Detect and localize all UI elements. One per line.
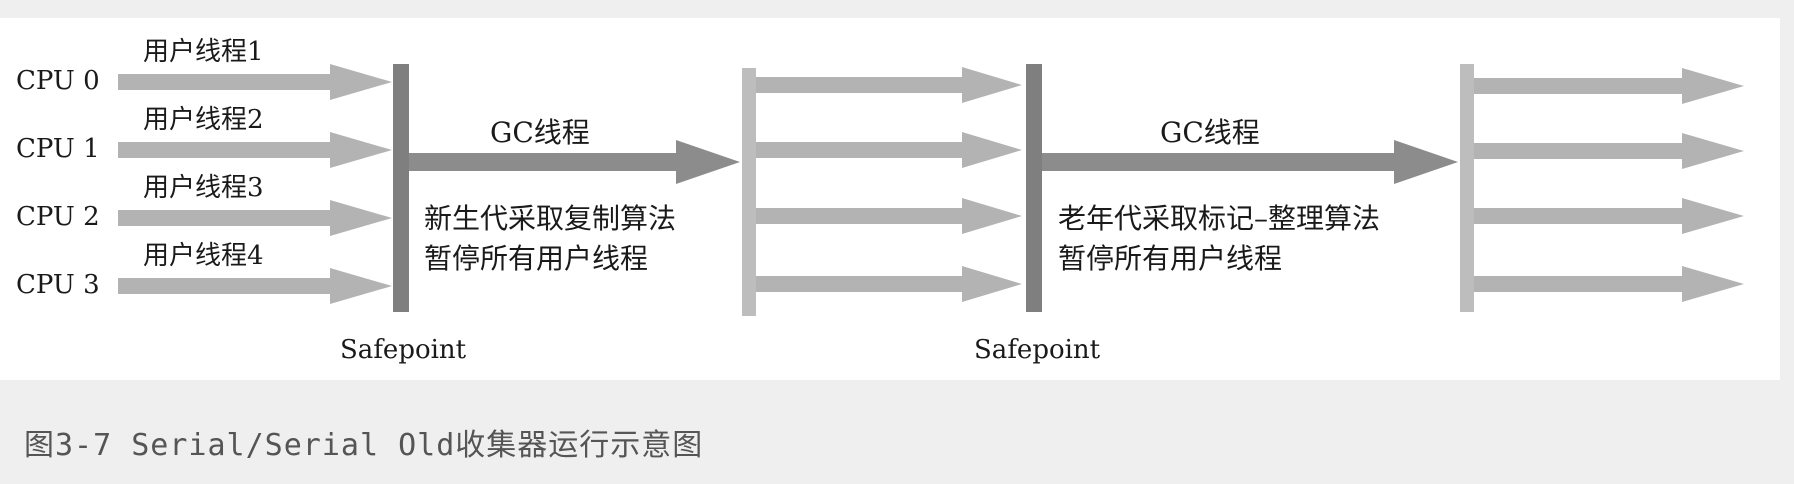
phase-2-description-line-1: 老年代采取标记–整理算法: [1058, 202, 1380, 235]
resumed-arrow-2-2: [1474, 198, 1744, 234]
user-thread-label-1: 用户线程2: [143, 105, 264, 135]
cpu-label-1: CPU 1: [16, 134, 100, 164]
gc-thread-label-1: GC线程: [490, 116, 590, 149]
figure-caption: 图3-7 Serial/Serial Old收集器运行示意图: [24, 428, 704, 463]
resume-bar-2: [1460, 64, 1474, 312]
resumed-arrow-1-1: [756, 132, 1022, 168]
user-thread-label-3: 用户线程4: [143, 241, 264, 271]
resumed-arrow-1-2: [756, 198, 1022, 234]
resumed-arrow-2-3: [1474, 266, 1744, 302]
safepoint-bar-1: [393, 64, 409, 312]
safepoint-bar-2: [1026, 64, 1042, 312]
resume-bar-1: [742, 68, 756, 316]
cpu-label-0: CPU 0: [16, 66, 100, 96]
phase-2-description-line-2: 暂停所有用户线程: [1058, 242, 1282, 275]
gc-thread-arrow-1: [409, 140, 740, 184]
resumed-arrow-1-3: [756, 266, 1022, 302]
user-thread-arrow-0: [118, 64, 392, 100]
gc-thread-label-2: GC线程: [1160, 116, 1260, 149]
user-thread-arrow-3: [118, 268, 392, 304]
resumed-arrow-1-0: [756, 67, 1022, 103]
user-thread-arrow-2: [118, 200, 392, 236]
user-thread-arrow-1: [118, 132, 392, 168]
user-thread-label-2: 用户线程3: [143, 173, 264, 203]
safepoint-label-1: Safepoint: [340, 335, 467, 365]
cpu-label-2: CPU 2: [16, 202, 100, 232]
cpu-label-3: CPU 3: [16, 270, 100, 300]
user-thread-label-0: 用户线程1: [143, 37, 264, 67]
gc-thread-arrow-2: [1042, 140, 1458, 184]
resumed-arrow-2-1: [1474, 133, 1744, 169]
phase-1-description-line-2: 暂停所有用户线程: [424, 242, 648, 275]
phase-1-description-line-1: 新生代采取复制算法: [424, 202, 676, 235]
resumed-arrow-2-0: [1474, 68, 1744, 104]
safepoint-label-2: Safepoint: [974, 335, 1101, 365]
